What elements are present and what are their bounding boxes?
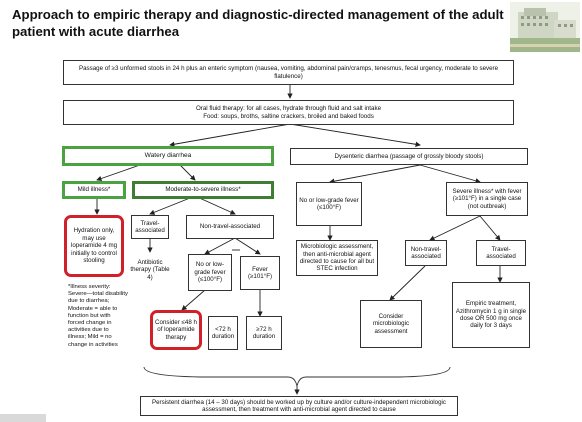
travel-associated-right-text: Travel-associated	[486, 245, 516, 260]
empiric-treatment-box: Empiric treatment, Azithromycin 1 g in s…	[452, 282, 530, 348]
consider-microbiologic-box: Consider microbiologic assessment	[360, 300, 422, 348]
persistent-diarrhea-text: Persistent diarrhea (14 – 30 days) shoul…	[151, 398, 447, 413]
less-than-72h-box: <72 h duration	[208, 316, 238, 350]
fever-101-box: Fever (≥101°F)	[240, 256, 280, 290]
illness-severity-note: *Illness severity: Severe—total disabili…	[68, 284, 128, 348]
less-than-72h-text: <72 h duration	[211, 325, 235, 340]
fever-101-text: Fever (≥101°F)	[247, 265, 273, 280]
moderate-severe-box: Moderate-to-severe illness*	[132, 181, 274, 199]
travel-associated-left-box: Travel-associated	[131, 215, 169, 239]
at-least-72h-box: ≥72 h duration	[246, 316, 282, 350]
empiric-treatment-text: Empiric treatment, Azithromycin 1 g in s…	[455, 300, 527, 330]
moderate-severe-text: Moderate-to-severe illness*	[165, 186, 241, 194]
non-travel-associated-left-text: Non-travel-associated	[199, 223, 261, 231]
dysenteric-diarrhea-box: Dysenteric diarrhea (passage of grossly …	[290, 148, 528, 165]
low-grade-fever-left-box: No or low-grade fever (≤100°F)	[188, 254, 232, 291]
slide-number-bar	[0, 414, 46, 422]
non-travel-associated-right-box: Non-travel-associated	[405, 240, 447, 266]
travel-associated-right-box: Travel-associated	[476, 240, 526, 266]
severe-illness-text: Severe illness* with fever (≥101°F) in a…	[452, 187, 522, 210]
watery-diarrhea-box: Watery diarrhea	[62, 146, 274, 166]
mild-illness-box: Mild illness*	[62, 181, 126, 199]
watery-diarrhea-text: Watery diarrhea	[144, 152, 192, 160]
oral-fluid-box: Oral fluid therapy: for all cases, hydra…	[63, 100, 514, 125]
passage-box: Passage of ≥3 unformed stools in 24 h pl…	[63, 60, 514, 85]
antibiotic-therapy-text: Antibiotic therapy (Table 4)	[130, 258, 170, 281]
low-grade-fever-right-box: No or low-grade fever (≤100°F)	[296, 182, 362, 226]
consider-microbiologic-text: Consider microbiologic assessment	[372, 312, 410, 335]
microbiologic-assessment-box: Microbiologic assessment, then anti-micr…	[296, 240, 378, 276]
bracket	[143, 366, 451, 387]
hydration-box: Hydration only, may use loperamide 4 mg …	[64, 215, 124, 277]
low-grade-fever-left-text: No or low-grade fever (≤100°F)	[194, 261, 226, 284]
passage-text: Passage of ≥3 unformed stools in 24 h pl…	[78, 65, 499, 80]
non-travel-associated-right-text: Non-travel-associated	[410, 245, 442, 260]
persistent-diarrhea-box: Persistent diarrhea (14 – 30 days) shoul…	[140, 396, 458, 416]
hospital-logo-image	[510, 2, 580, 52]
mild-illness-text: Mild illness*	[77, 186, 111, 194]
at-least-72h-text: ≥72 h duration	[252, 325, 276, 340]
microbiologic-assessment-text: Microbiologic assessment, then anti-micr…	[299, 243, 375, 273]
consider-loperamide-box: Consider ≤48 h of loperamide therapy	[150, 310, 202, 350]
low-grade-fever-right-text: No or low-grade fever (≤100°F)	[299, 196, 359, 211]
severe-illness-box: Severe illness* with fever (≥101°F) in a…	[446, 182, 528, 216]
hydration-text: Hydration only, may use loperamide 4 mg …	[70, 227, 118, 265]
oral-fluid-text: Oral fluid therapy: for all cases, hydra…	[195, 105, 382, 120]
antibiotic-therapy-box: Antibiotic therapy (Table 4)	[127, 254, 173, 286]
slide-title: Approach to empiric therapy and diagnost…	[12, 7, 504, 39]
dysenteric-diarrhea-text: Dysenteric diarrhea (passage of grossly …	[334, 152, 484, 160]
non-travel-associated-left-box: Non-travel-associated	[186, 215, 274, 239]
travel-associated-left-text: Travel-associated	[135, 219, 165, 234]
consider-loperamide-text: Consider ≤48 h of loperamide therapy	[155, 318, 197, 341]
